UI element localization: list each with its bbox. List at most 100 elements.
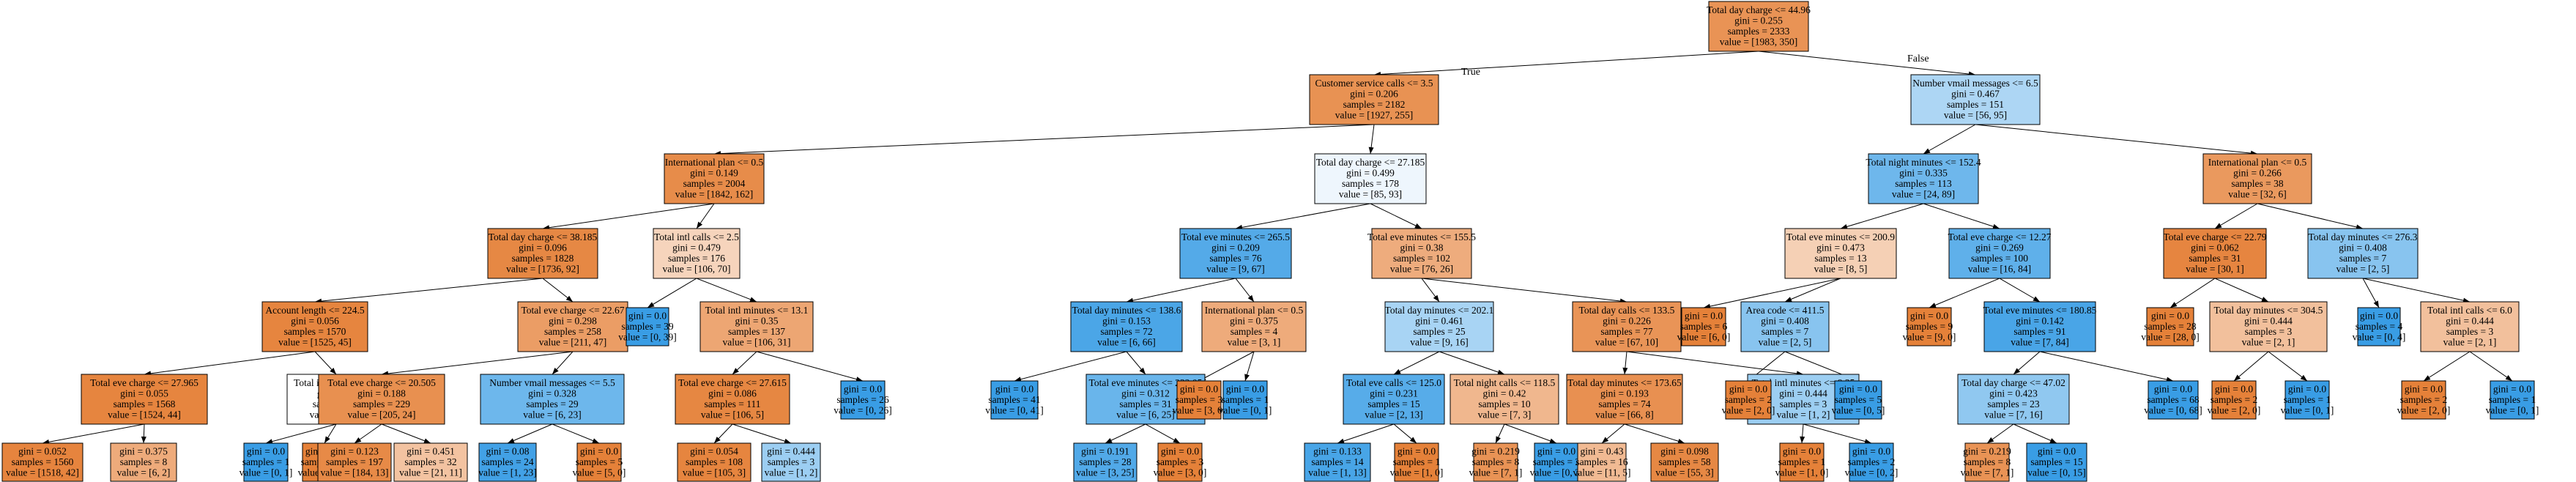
tree-node-line: samples = 72 xyxy=(1100,326,1152,337)
tree-node-line: value = [5, 0] xyxy=(573,467,626,478)
tree-node-box xyxy=(1650,442,1719,482)
tree-node-line: gini = 0.0 xyxy=(1910,310,1948,321)
tree-node-line: Total eve minutes <= 180.85 xyxy=(1983,305,2097,316)
tree-node-line: samples = 15 xyxy=(2030,456,2083,467)
tree-node-line: gini = 0.42 xyxy=(1483,388,1526,399)
tree-node-line: value = [7, 1] xyxy=(1469,467,1523,478)
tree-node-line: value = [2, 0] xyxy=(1722,404,1775,415)
tree-edge xyxy=(1393,351,1440,375)
edge-arrowhead xyxy=(1923,148,1931,154)
tree-node-line: samples = 38 xyxy=(2231,178,2284,189)
tree-node-line: gini = 0.0 xyxy=(1537,445,1575,456)
tree-node-box xyxy=(1073,442,1137,482)
tree-node-line: gini = 0.444 xyxy=(767,445,815,456)
tree-node-line: value = [3, 0] xyxy=(1154,467,1207,478)
tree-node-line: samples = 7 xyxy=(2339,253,2387,264)
tree-node-line: gini = 0.375 xyxy=(1230,316,1278,327)
tree-node-box xyxy=(1070,301,1183,352)
edge-arrowhead xyxy=(647,302,655,308)
tree-node-box xyxy=(664,153,765,204)
tree-node-line: value = [3, 1] xyxy=(1228,337,1281,348)
tree-node-line: value = [3, 0] xyxy=(1173,404,1226,415)
tree-edge xyxy=(2423,351,2471,382)
tree-node-line: samples = 108 xyxy=(686,456,743,467)
tree-node-line: value = [2, 5] xyxy=(1759,337,1812,348)
tree-node-line: samples = 7 xyxy=(1762,326,1809,337)
tree-node-line: samples = 2333 xyxy=(1728,26,1790,37)
edge-arrowhead xyxy=(1929,303,1937,308)
tree-node-line: value = [76, 26] xyxy=(1390,264,1453,275)
tree-edge xyxy=(1198,351,1255,382)
tree-node-box xyxy=(1577,442,1627,482)
edge-arrowhead xyxy=(592,438,599,443)
tree-node-line: gini = 0.312 xyxy=(1121,388,1170,399)
tree-node-line: value = [0, 15] xyxy=(2027,467,2086,478)
tree-edge xyxy=(2013,423,2057,444)
tree-node-line: Total eve minutes <= 265.5 xyxy=(1181,231,1290,242)
tree-node-line: samples = 28 xyxy=(1079,456,1132,467)
tree-edge xyxy=(1703,278,1841,308)
edge-arrowhead xyxy=(855,377,863,382)
edge-arrowhead xyxy=(552,367,559,374)
tree-node-line: gini = 0.0 xyxy=(2038,445,2076,456)
tree-node-line: gini = 0.096 xyxy=(519,242,567,253)
tree-node-line: value = [0, 2] xyxy=(1845,467,1898,478)
tree-node-line: gini = 0.461 xyxy=(1415,316,1463,327)
tree-node-line: value = [11, 5] xyxy=(1573,467,1630,478)
tree-node-line: gini = 0.0 xyxy=(2154,383,2192,394)
edge-arrowhead xyxy=(2033,296,2040,302)
tree-edge xyxy=(696,278,757,303)
tree-node-line: gini = 0.0 xyxy=(1729,383,1767,394)
tree-node-line: value = [0, 39] xyxy=(618,331,677,342)
tree-node-box xyxy=(1740,301,1830,352)
edge-arrowhead xyxy=(266,439,273,445)
tree-node-line: value = [7, 1] xyxy=(1961,467,2014,478)
tree-node-line: value = [106, 5] xyxy=(701,409,764,420)
tree-node-line: gini = 0.055 xyxy=(120,388,168,399)
edge-arrowhead xyxy=(1496,436,1501,443)
tree-node-box xyxy=(1450,374,1559,425)
tree-edge xyxy=(1803,423,1872,444)
tree-node-line: value = [184, 13] xyxy=(320,467,388,478)
tree-edge xyxy=(314,278,543,303)
tree-node-line: samples = 3 xyxy=(2446,326,2494,337)
tree-node-line: samples = 258 xyxy=(544,326,601,337)
tree-node-line: Total eve charge <= 22.79 xyxy=(2163,231,2266,242)
tree-node-box xyxy=(626,307,669,346)
tree-node-line: gini = 0.226 xyxy=(1603,316,1651,327)
tree-node-line: samples = 28 xyxy=(2144,321,2197,332)
tree-node-line: value = [1983, 350] xyxy=(1720,37,1798,48)
edge-arrowhead xyxy=(1173,437,1180,443)
tree-edge xyxy=(732,423,792,444)
tree-node-box xyxy=(81,374,208,425)
tree-node-line: samples = 6 xyxy=(1680,321,1728,332)
tree-node-line: gini = 0.0 xyxy=(1226,383,1264,394)
tree-node-line: Total eve charge <= 27.965 xyxy=(90,377,198,388)
tree-node-line: gini = 0.193 xyxy=(1600,388,1649,399)
edge-arrowhead xyxy=(1677,438,1685,444)
tree-node-line: value = [16, 84] xyxy=(1968,264,2031,275)
tree-edge xyxy=(756,351,864,382)
tree-node-line: Total day charge <= 27.185 xyxy=(1316,157,1425,168)
tree-edge xyxy=(713,124,1375,155)
tree-node-line: samples = 2 xyxy=(1725,394,1773,405)
